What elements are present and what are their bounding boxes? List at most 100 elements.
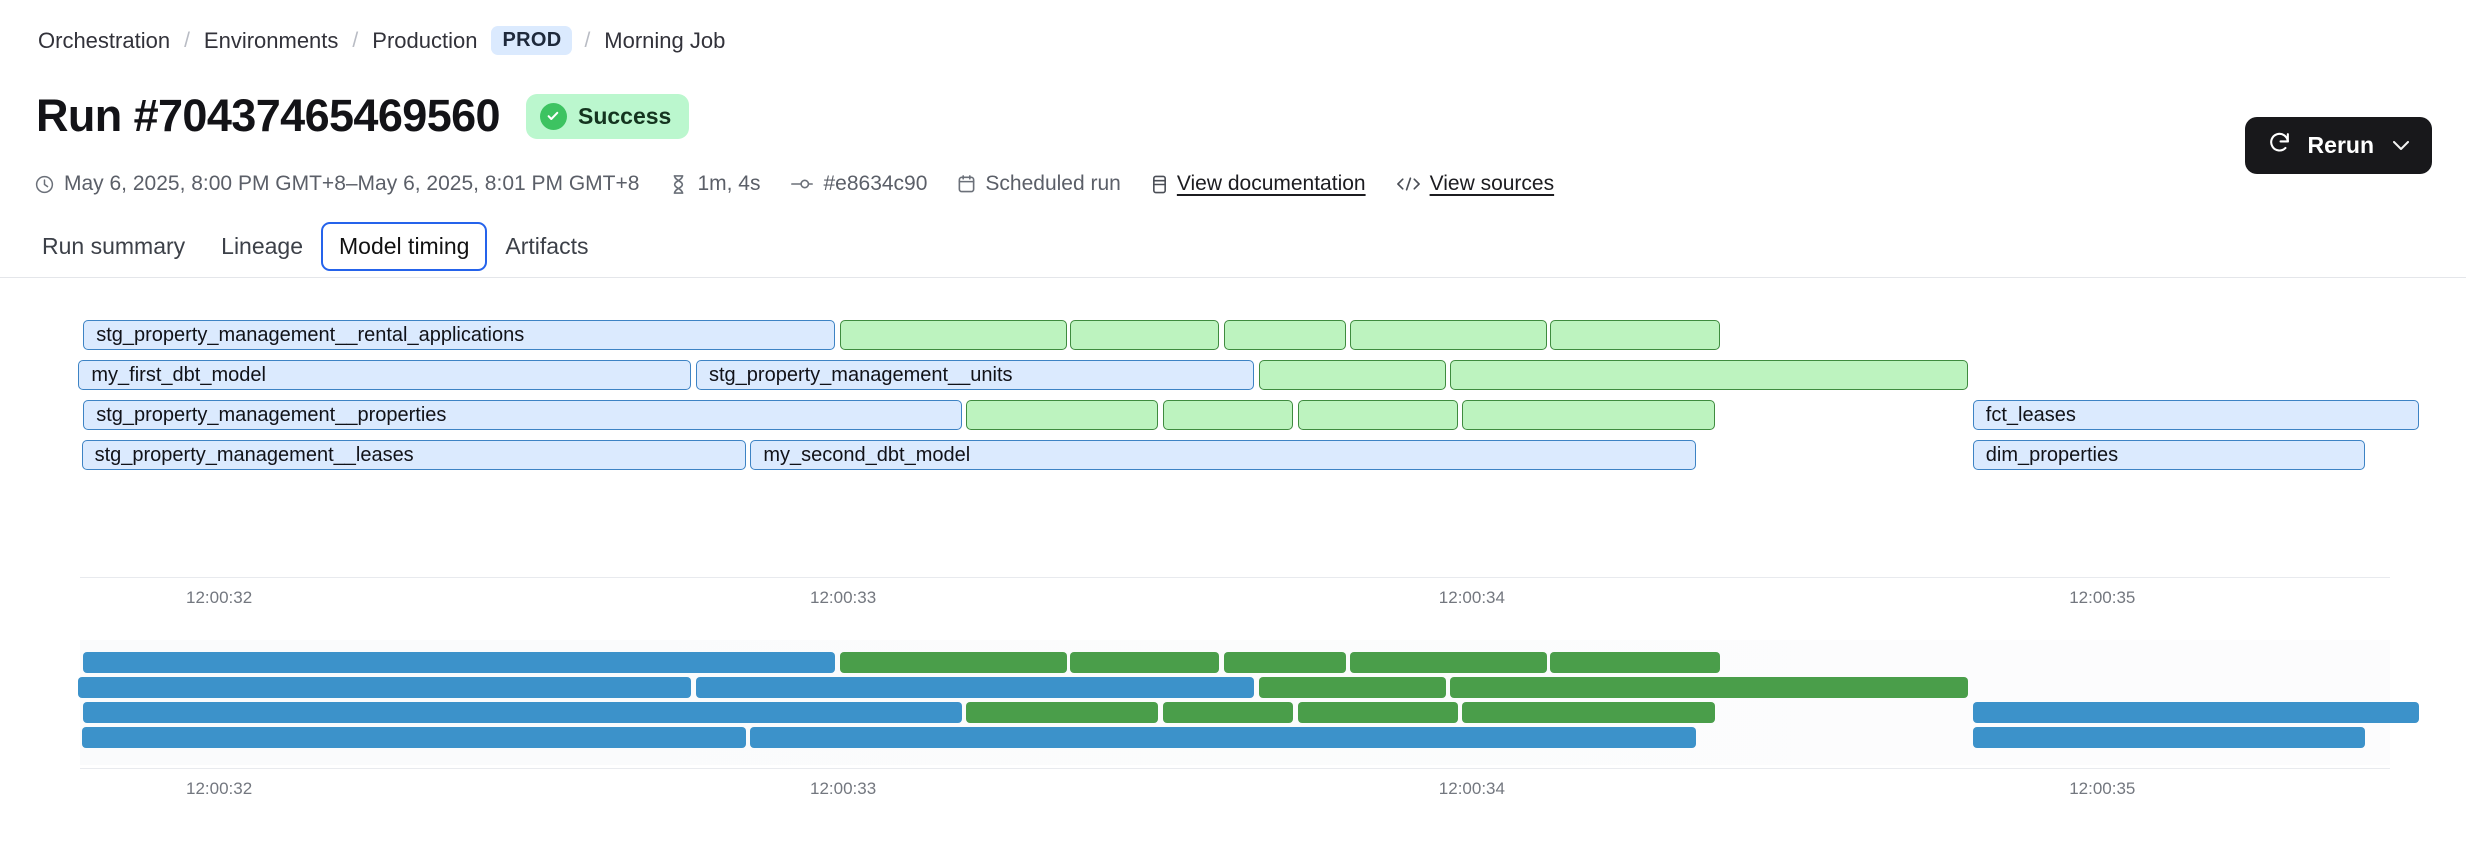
meta-documentation-link[interactable]: View documentation bbox=[1176, 172, 1366, 195]
gantt-row: stg_property_management__leases my_second… bbox=[0, 440, 2466, 470]
breadcrumb-item-production[interactable]: Production bbox=[372, 27, 478, 53]
overview-bar[interactable] bbox=[1350, 652, 1548, 673]
overview-bar[interactable] bbox=[83, 652, 836, 673]
breadcrumb-item-orchestration[interactable]: Orchestration bbox=[38, 27, 171, 53]
model-timing-gantt-overview[interactable] bbox=[78, 640, 2420, 765]
meta-sources[interactable]: View sources bbox=[1396, 172, 1555, 196]
breadcrumb-separator: / bbox=[584, 28, 591, 52]
meta-duration-text: 1m, 4s bbox=[697, 172, 761, 195]
axis-tick-label: 12:00:32 bbox=[186, 779, 253, 798]
breadcrumb: Orchestration / Environments / Productio… bbox=[36, 26, 727, 55]
overview-bar[interactable] bbox=[1070, 652, 1220, 673]
breadcrumb-item-current-job[interactable]: Morning Job bbox=[604, 27, 726, 53]
tab-bar: Run summary Lineage Model timing Artifac… bbox=[0, 215, 2466, 278]
chevron-down-icon[interactable] bbox=[2392, 136, 2410, 156]
breadcrumb-separator: / bbox=[184, 28, 190, 52]
meta-trigger-text: Scheduled run bbox=[985, 172, 1121, 195]
axis-tick-label: 12:00:34 bbox=[1438, 588, 1505, 607]
status-badge-label: Success bbox=[577, 102, 672, 129]
gantt-bar-test[interactable] bbox=[1070, 320, 1220, 350]
meta-commit: #e8634c90 bbox=[790, 172, 927, 196]
breadcrumb-item-environments[interactable]: Environments bbox=[203, 27, 339, 53]
gantt-bar-model[interactable]: dim_properties bbox=[1972, 440, 2365, 470]
gantt-bar-test[interactable] bbox=[1449, 360, 1968, 390]
overview-bar[interactable] bbox=[1163, 702, 1293, 723]
axis-tick-label: 12:00:34 bbox=[1438, 779, 1505, 798]
overview-bar[interactable] bbox=[696, 677, 1255, 698]
tab-lineage[interactable]: Lineage bbox=[221, 232, 304, 259]
overview-row bbox=[78, 677, 2390, 698]
overview-bar[interactable] bbox=[1972, 727, 2365, 748]
run-metadata: May 6, 2025, 8:00 PM GMT+8–May 6, 2025, … bbox=[34, 172, 1584, 196]
git-commit-icon bbox=[790, 176, 814, 192]
calendar-icon bbox=[957, 174, 976, 194]
gantt-bar-model[interactable]: my_second_dbt_model bbox=[750, 440, 1696, 470]
meta-trigger: Scheduled run bbox=[957, 172, 1121, 196]
gantt-bar-test[interactable] bbox=[1163, 400, 1293, 430]
book-icon bbox=[1151, 174, 1168, 195]
overview-bar[interactable] bbox=[1449, 677, 1968, 698]
gantt-row: stg_property_management__properties fct_l… bbox=[0, 400, 2466, 430]
gantt-bar-model[interactable]: stg_property_management__rental_applicat… bbox=[83, 320, 836, 350]
rerun-button[interactable]: Rerun bbox=[2244, 117, 2432, 174]
status-badge: Success bbox=[525, 93, 690, 139]
overview-bar[interactable] bbox=[840, 652, 1068, 673]
check-circle-icon bbox=[539, 102, 567, 130]
axis-tick-label: 12:00:35 bbox=[2069, 588, 2136, 607]
gantt-row: my_first_dbt_model stg_property_managemen… bbox=[0, 360, 2466, 390]
gantt-bar-label: my_first_dbt_model bbox=[91, 363, 266, 386]
tab-artifacts[interactable]: Artifacts bbox=[505, 232, 589, 259]
meta-sources-link[interactable]: View sources bbox=[1429, 172, 1555, 195]
gantt-bar-test[interactable] bbox=[1462, 400, 1716, 430]
detail-axis-line bbox=[80, 577, 2390, 578]
tab-list: Run summary Lineage Model timing Artifac… bbox=[24, 215, 606, 277]
rerun-button-label: Rerun bbox=[2307, 132, 2374, 158]
overview-bar[interactable] bbox=[78, 677, 692, 698]
tab-run-summary[interactable]: Run summary bbox=[42, 232, 186, 259]
gantt-bar-model[interactable]: stg_property_management__units bbox=[696, 360, 1255, 390]
axis-tick-label: 12:00:33 bbox=[810, 588, 877, 607]
overview-bar[interactable] bbox=[750, 727, 1696, 748]
overview-bar[interactable] bbox=[81, 727, 746, 748]
meta-timerange: May 6, 2025, 8:00 PM GMT+8–May 6, 2025, … bbox=[34, 172, 639, 196]
gantt-bar-model[interactable]: stg_property_management__properties bbox=[83, 400, 962, 430]
model-timing-gantt-detail: stg_property_management__rental_applicat… bbox=[0, 320, 2466, 570]
meta-timerange-text: May 6, 2025, 8:00 PM GMT+8–May 6, 2025, … bbox=[64, 172, 640, 195]
overview-bar[interactable] bbox=[1972, 702, 2420, 723]
gantt-bar-label: my_second_dbt_model bbox=[763, 443, 971, 466]
page-title: Run #70437465469560 bbox=[36, 90, 501, 141]
tab-model-timing[interactable]: Model timing bbox=[321, 221, 488, 271]
axis-tick-label: 12:00:32 bbox=[186, 588, 253, 607]
gantt-bar-label: fct_leases bbox=[1985, 403, 2076, 426]
overview-bar[interactable] bbox=[1224, 652, 1346, 673]
gantt-bar-label: stg_property_management__units bbox=[709, 363, 1013, 386]
gantt-bar-test[interactable] bbox=[1550, 320, 1720, 350]
gantt-bar-test[interactable] bbox=[966, 400, 1159, 430]
overview-bar[interactable] bbox=[966, 702, 1159, 723]
overview-bar[interactable] bbox=[1462, 702, 1716, 723]
gantt-bar-label: stg_property_management__rental_applicat… bbox=[96, 323, 525, 346]
overview-bar[interactable] bbox=[1297, 702, 1458, 723]
page-title-row: Run #70437465469560 Success bbox=[36, 90, 690, 142]
gantt-bar-model[interactable]: my_first_dbt_model bbox=[78, 360, 692, 390]
gantt-bar-test[interactable] bbox=[1259, 360, 1447, 390]
gantt-bar-label: stg_property_management__properties bbox=[96, 403, 447, 426]
gantt-bar-model[interactable]: stg_property_management__leases bbox=[81, 440, 746, 470]
gantt-bar-test[interactable] bbox=[840, 320, 1068, 350]
gantt-bar-test[interactable] bbox=[1350, 320, 1548, 350]
overview-row bbox=[80, 727, 2390, 748]
overview-bar[interactable] bbox=[83, 702, 962, 723]
gantt-bar-model[interactable]: fct_leases bbox=[1972, 400, 2420, 430]
gantt-bar-test[interactable] bbox=[1224, 320, 1346, 350]
axis-tick-label: 12:00:33 bbox=[810, 779, 877, 798]
overview-axis-line bbox=[80, 768, 2390, 769]
detail-axis-ticks: 12:00:32 12:00:33 12:00:34 12:00:35 bbox=[80, 588, 2390, 612]
meta-commit-text: #e8634c90 bbox=[823, 172, 928, 195]
gantt-bar-label: stg_property_management__leases bbox=[94, 443, 414, 466]
overview-bar[interactable] bbox=[1550, 652, 1720, 673]
gantt-bar-test[interactable] bbox=[1297, 400, 1458, 430]
meta-documentation[interactable]: View documentation bbox=[1151, 172, 1366, 196]
overview-bar[interactable] bbox=[1259, 677, 1447, 698]
breadcrumb-separator: / bbox=[352, 28, 359, 52]
